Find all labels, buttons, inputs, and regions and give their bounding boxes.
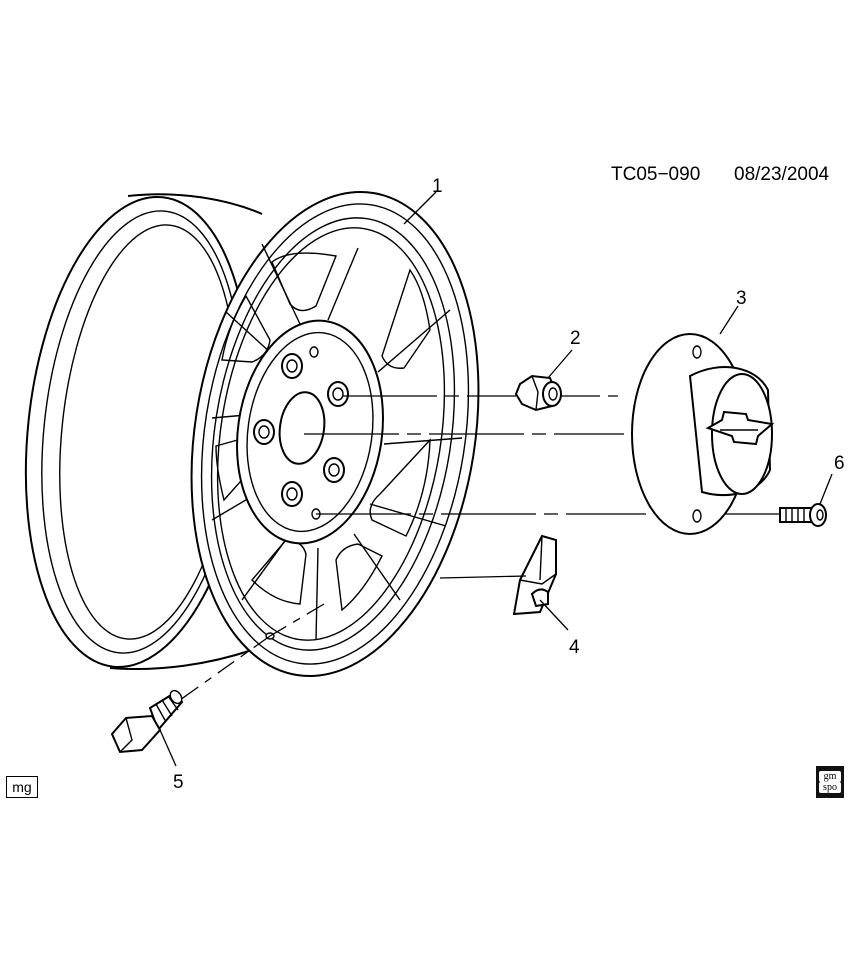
leader-5 [159,729,177,767]
leader-6 [819,473,833,505]
alignment-line-valve [179,635,271,701]
hub-cap [631,333,775,535]
gm-spo-logo: gm spo [816,766,844,798]
callout-2: 2 [570,328,581,349]
balance-weight [512,534,557,616]
mg-badge: mg [6,776,38,798]
leader-3 [719,305,739,335]
callout-4: 4 [569,637,580,658]
wheel-nut [514,374,562,412]
leader-weight-to-rim [439,575,527,579]
leader-4 [539,599,569,631]
leader-1 [403,191,437,225]
callout-6: 6 [834,453,845,474]
callout-3: 3 [736,288,747,309]
valve-stem [110,689,184,754]
callout-1: 1 [432,176,443,197]
leader-2 [547,349,573,379]
gm-spo-logo-bottom: spo [819,782,841,793]
callout-5: 5 [173,772,184,793]
illustration-code: TC05−090 [611,164,700,185]
gm-spo-logo-top: gm [819,771,841,782]
hub-cap-bolt [779,503,827,527]
illustration-date: 08/23/2004 [734,164,830,185]
bowtie-emblem [705,410,775,446]
